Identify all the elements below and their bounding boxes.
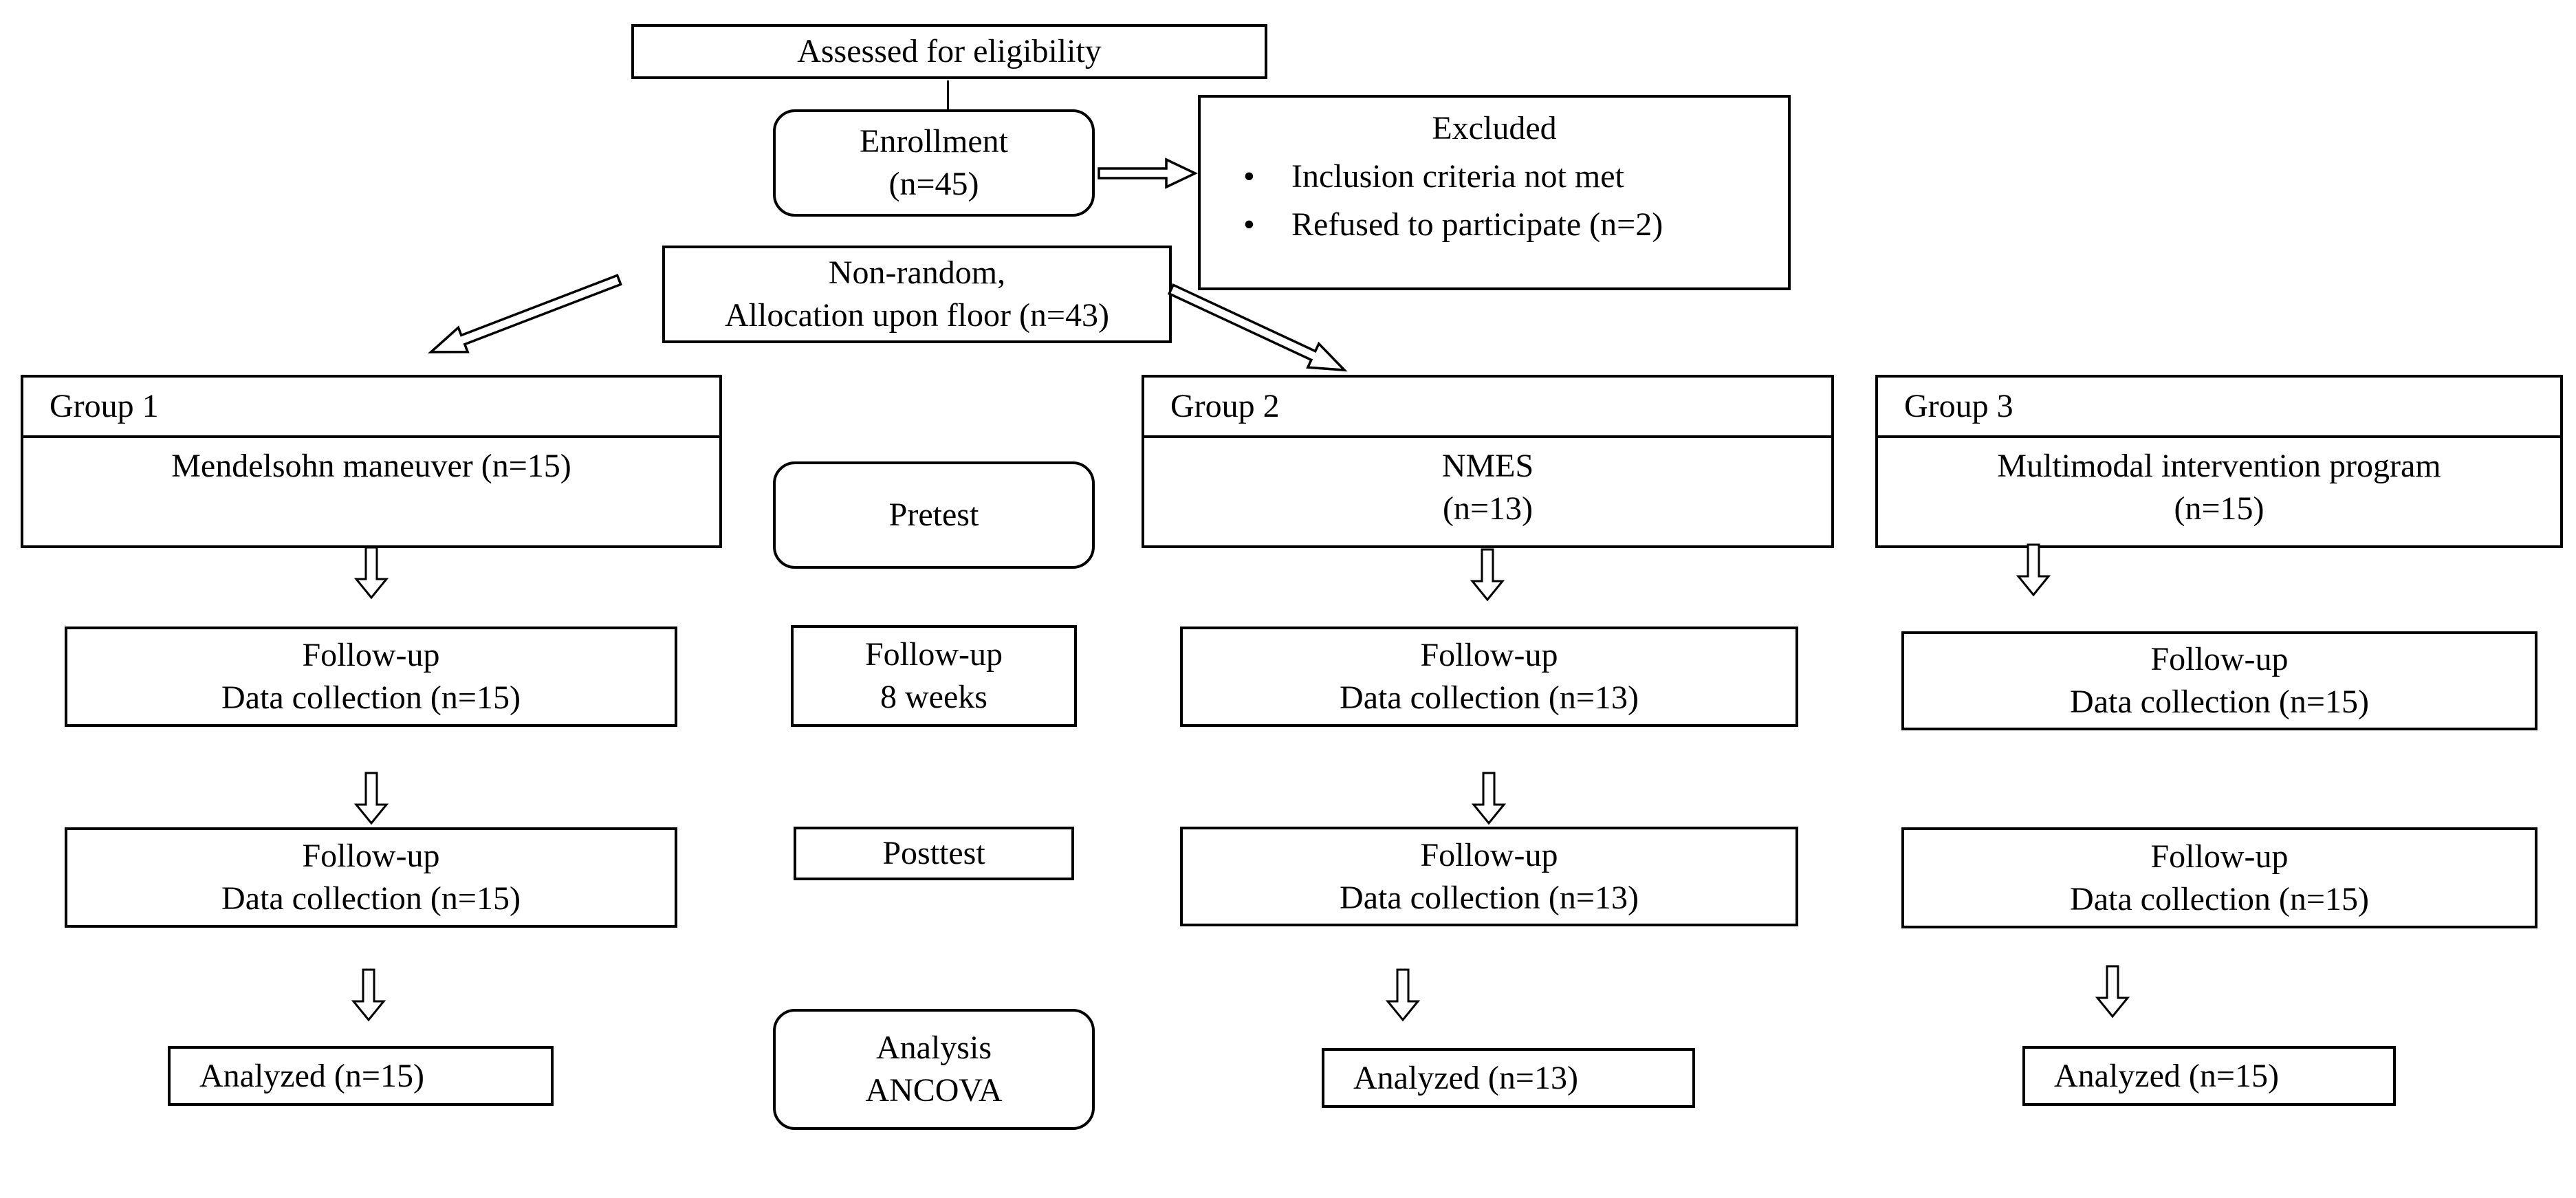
group2-body-line2: (n=13)	[1442, 490, 1533, 527]
bullet-icon: •	[1243, 158, 1255, 195]
allocation-box: Non-random, Allocation upon floor (n=43)	[662, 246, 1172, 343]
excluded-bullet-1-label: Inclusion criteria not met	[1291, 158, 1624, 195]
timeline-followup-line2: 8 weeks	[880, 679, 987, 715]
group3-followup1-line1: Follow-up	[2150, 641, 2289, 677]
excluded-box: Excluded • Inclusion criteria not met • …	[1198, 95, 1791, 290]
down-arrow-icon	[1471, 772, 1507, 825]
group2-box: Group 2 NMES (n=13)	[1142, 375, 1834, 548]
group2-followup2-to-analyzed-arrow	[1384, 968, 1422, 1022]
right-arrow-icon	[428, 274, 622, 353]
group3-box: Group 3 Multimodal intervention program …	[1875, 375, 2563, 548]
group2-followup1-box: Follow-up Data collection (n=13)	[1180, 627, 1798, 727]
group2-followup2-line1: Follow-up	[1420, 836, 1558, 873]
allocation-to-group2-arrow	[1164, 275, 1354, 385]
group1-to-followup-arrow	[352, 546, 391, 600]
group2-analyzed-label: Analyzed (n=13)	[1353, 1059, 1578, 1096]
group1-box: Group 1 Mendelsohn maneuver (n=15)	[21, 375, 722, 548]
excluded-bullet-2-label: Refused to participate (n=2)	[1291, 206, 1663, 243]
group3-analyzed-box: Analyzed (n=15)	[2022, 1046, 2396, 1106]
analysis-line2: ANCOVA	[865, 1072, 1003, 1109]
group3-followup2-line2: Data collection (n=15)	[2070, 880, 2369, 917]
group1-header: Group 1	[23, 378, 719, 438]
group1-body: Mendelsohn maneuver (n=15)	[23, 438, 719, 545]
timeline-followup-box: Follow-up 8 weeks	[791, 625, 1077, 727]
enrollment-count: (n=45)	[888, 166, 979, 202]
posttest-box: Posttest	[794, 827, 1074, 880]
assessed-eligibility-label: Assessed for eligibility	[797, 33, 1102, 69]
group3-followup2-to-analyzed-arrow	[2093, 965, 2132, 1019]
analysis-line1: Analysis	[876, 1030, 992, 1066]
group2-body: NMES (n=13)	[1144, 438, 1831, 545]
excluded-title: Excluded	[1432, 110, 1557, 146]
pretest-box: Pretest	[773, 461, 1095, 569]
posttest-label: Posttest	[882, 835, 985, 871]
group2-header-label: Group 2	[1170, 388, 1280, 424]
group3-analyzed-label: Analyzed (n=15)	[2054, 1057, 2279, 1094]
group2-analyzed-box: Analyzed (n=13)	[1322, 1048, 1695, 1108]
group3-followup1-line2: Data collection (n=15)	[2070, 684, 2369, 720]
allocation-to-group1-arrow	[422, 265, 626, 368]
group1-followup2-line2: Data collection (n=15)	[221, 880, 521, 917]
group1-followup1-line2: Data collection (n=15)	[221, 679, 521, 716]
allocation-line1: Non-random,	[828, 254, 1006, 291]
down-arrow-icon	[351, 968, 386, 1022]
right-arrow-icon	[1167, 283, 1348, 372]
group3-body-line1: Multimodal intervention program	[1997, 448, 2441, 484]
excluded-bullet-1: • Inclusion criteria not met	[1201, 155, 1788, 198]
group3-followup1-box: Follow-up Data collection (n=15)	[1901, 631, 2537, 730]
group1-followup2-box: Follow-up Data collection (n=15)	[65, 827, 677, 928]
group2-to-followup-arrow	[1468, 548, 1507, 602]
group3-body: Multimodal intervention program (n=15)	[1878, 438, 2560, 545]
group3-followup2-box: Follow-up Data collection (n=15)	[1901, 827, 2537, 928]
down-arrow-icon	[353, 772, 389, 825]
group1-followup1-to-followup2-arrow	[352, 772, 391, 825]
group2-body-line1: NMES	[1441, 448, 1534, 484]
group3-to-followup-arrow	[2014, 543, 2053, 597]
connector-line	[947, 80, 949, 109]
group3-body-line2: (n=15)	[2174, 490, 2264, 527]
group2-followup2-box: Follow-up Data collection (n=13)	[1180, 827, 1798, 926]
group3-followup2-line1: Follow-up	[2150, 838, 2289, 875]
down-arrow-icon	[1385, 968, 1421, 1022]
pretest-label: Pretest	[888, 497, 979, 533]
group3-header-label: Group 3	[1904, 388, 2013, 424]
allocation-line2: Allocation upon floor (n=43)	[725, 297, 1109, 334]
group2-followup1-line2: Data collection (n=13)	[1340, 679, 1639, 716]
enrollment-box: Enrollment (n=45)	[773, 109, 1095, 217]
group1-followup2-line1: Follow-up	[302, 838, 440, 874]
group1-header-label: Group 1	[50, 388, 159, 424]
group2-followup1-line1: Follow-up	[1420, 637, 1558, 673]
down-arrow-icon	[2095, 965, 2130, 1019]
group1-body-line1: Mendelsohn maneuver (n=15)	[171, 448, 571, 484]
analysis-box: Analysis ANCOVA	[773, 1009, 1095, 1130]
group2-header: Group 2	[1144, 378, 1831, 438]
assessed-eligibility-box: Assessed for eligibility	[631, 24, 1267, 79]
group1-followup2-to-analyzed-arrow	[349, 968, 388, 1022]
down-arrow-icon	[353, 546, 389, 600]
enrollment-title: Enrollment	[860, 123, 1008, 160]
group1-analyzed-label: Analyzed (n=15)	[199, 1057, 424, 1094]
timeline-followup-line1: Follow-up	[864, 636, 1003, 673]
group2-followup2-line2: Data collection (n=13)	[1340, 879, 1639, 916]
group2-followup1-to-followup2-arrow	[1470, 772, 1508, 825]
down-arrow-icon	[1470, 548, 1505, 602]
bullet-icon: •	[1243, 206, 1255, 243]
group1-followup1-line1: Follow-up	[302, 637, 440, 673]
down-arrow-icon	[2016, 543, 2051, 597]
group1-analyzed-box: Analyzed (n=15)	[168, 1046, 554, 1106]
excluded-bullet-2: • Refused to participate (n=2)	[1201, 204, 1788, 246]
group3-header: Group 3	[1878, 378, 2560, 438]
enrollment-to-excluded-arrow	[1098, 157, 1198, 190]
group1-followup1-box: Follow-up Data collection (n=15)	[65, 627, 677, 727]
right-arrow-icon	[1098, 157, 1198, 189]
